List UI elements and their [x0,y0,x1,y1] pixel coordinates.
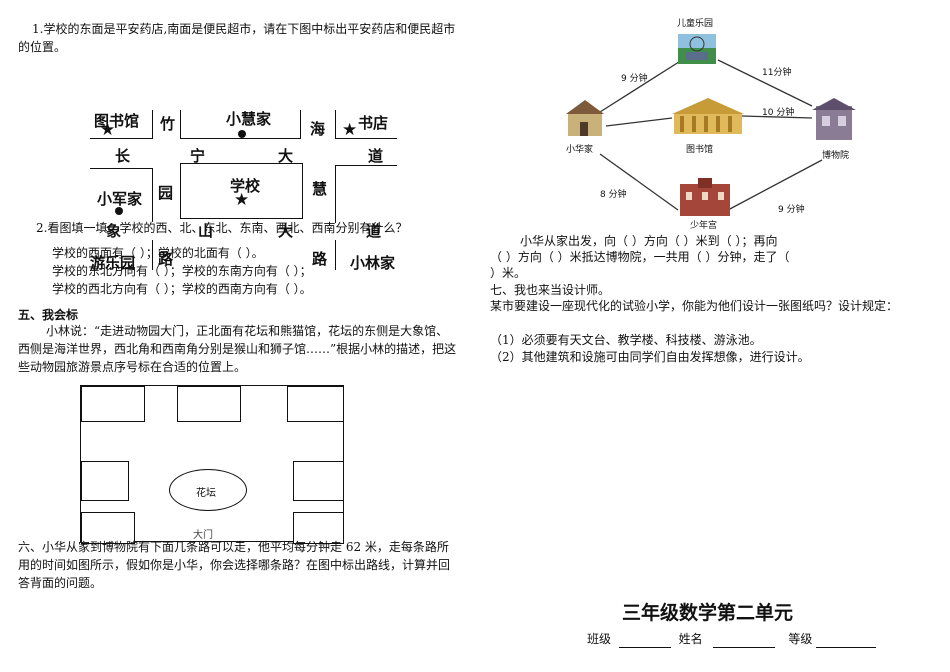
section-6-text: 六、小华从家到博物院有下面几条路可以走，他平均每分钟走 62 米，走每条路所用的… [18,540,451,590]
map-line [90,168,152,169]
footer-fields: 班级 姓名 等级 [587,630,877,648]
route-answer-line: ）米。 [490,266,527,280]
route-graph [566,34,856,216]
map-label-hui: 慧 [312,180,328,198]
time-park-museum: 11分钟 [762,68,792,78]
section-7-text: 某市要建设一座现代化的试验小学，你能为他们设计一张图纸吗？设计规定： [490,299,899,313]
map-line [335,165,336,223]
xiaojun-home-dot-icon [115,207,123,215]
zoo-box-east [293,461,344,501]
map-line [152,110,153,139]
map-line [180,163,181,219]
map-label-amusement-park: 游乐园 [90,254,136,272]
zoo-map: 花坛 大门 [80,385,344,544]
section-5-title: 五、我会标 [18,308,79,322]
map-line [335,110,336,139]
question-1-text: 1.学校的东面是平安药店,南面是便民超市，请在下图中标出平安药店和便民超市的位置… [18,22,456,54]
zoo-box-southeast [293,512,344,544]
grade-field[interactable] [816,634,877,648]
amusement-park-icon [678,34,716,64]
map-label-hai: 海 [310,120,326,138]
route-edge-home-library [605,117,673,127]
map-label-chang: 长 [115,147,131,165]
map-line [302,163,303,219]
time-home-youth: 8 分钟 [600,190,627,200]
grade-label: 等级 [788,632,813,646]
flowerbed-ellipse: 花坛 [169,469,247,511]
map-label-big: 大 [278,222,294,240]
section-5-text: 小林说：“走进动物园大门，正北面有花坛和熊猫馆，花坛的东侧是大象馆、西侧是海洋世… [18,324,457,374]
zoo-box-north [177,386,241,422]
map-label-lu-2: 路 [312,250,328,268]
name-field[interactable] [712,634,775,648]
map-label-school: 学校 [230,177,261,195]
zoo-box-southwest [81,512,135,544]
map-line [180,110,181,139]
question-2-text: 2.看图填一填，学校的西、北、东北、东南、西北、西南分别有什么？ [36,221,408,235]
footer-title: 三年级数学第二单元 [622,602,794,624]
library-star-icon: ★ [100,120,116,140]
map-label-xiaolin-home: 小林家 [350,254,396,272]
map-label-yuan: 园 [158,184,174,202]
route-edge-home-park [599,59,683,113]
map-line [300,110,301,139]
map-label-lu-1: 路 [158,250,174,268]
graph-label-museum: 博物院 [822,151,850,161]
map-line [180,163,302,164]
map-label-xiaojun-home: 小军家 [97,190,143,208]
map-label-shan: 山 [198,222,214,240]
graph-label-youth-palace: 少年宫 [690,221,718,231]
graph-label-library: 图书馆 [686,145,714,155]
route-edge-youth-museum [727,159,823,211]
map-line [180,138,300,139]
section-7-title: 七、我也来当设计师。 [490,283,611,297]
graph-label-amusement-park: 儿童乐园 [677,19,714,29]
home-icon [566,100,604,136]
flowerbed-label: 花坛 [196,488,216,499]
question-2-line: 学校的西北方向有（ ）；学校的西南方向有（ ）。 [52,282,312,296]
map-line [335,138,397,139]
map-line [152,168,153,222]
xiaohui-home-dot-icon [238,130,246,138]
route-answer-line: （ ）方向（ ）米抵达博物院，一共用（ ）分钟，走了（ [490,250,790,264]
question-2-line: 学校的东北方向有（ ）；学校的东南方向有（ ）； [52,264,312,278]
time-home-park: 9 分钟 [621,74,648,84]
time-library-museum: 10 分钟 [762,108,795,118]
class-field[interactable] [618,634,671,648]
requirement-1: （1）必须要有天文台、教学楼、科技楼、游泳池。 [490,333,762,347]
zoo-box-west [81,461,129,501]
route-edge-library-museum [741,115,813,119]
map-label-dao: 道 [368,147,384,165]
route-edge-home-youth [599,153,679,211]
graph-label-home: 小华家 [566,145,594,155]
map-label-xiaohui-home: 小慧家 [226,110,272,128]
map-label-road-dao: 道 [366,222,382,240]
route-answer-line: 小华从家出发，向（ ）方向（ ）米到（ ）；再向 [520,234,778,248]
question-2-line: 学校的西面有（ ）；学校的北面有（ ）。 [52,246,264,260]
map-label-bookstore: 书店 [358,114,389,132]
library-icon [672,98,744,134]
class-label: 班级 [587,632,612,646]
route-edge-park-museum [717,59,813,107]
name-label: 姓名 [678,632,703,646]
map-label-bamboo: 竹 [160,115,176,133]
map-line [152,240,153,270]
map-label-da: 大 [278,147,294,165]
time-youth-museum: 9 分钟 [778,205,805,215]
gate-label: 大门 [193,530,213,541]
requirement-2: （2）其他建筑和设施可由同学们自由发挥想像，进行设计。 [490,350,810,364]
map-label-xiang: 象 [106,222,122,240]
zoo-box-northwest [81,386,145,422]
map-line [90,138,152,139]
map-line [335,165,397,166]
youth-palace-icon [680,178,730,216]
map-label-ning: 宁 [190,147,206,165]
bookstore-star-icon: ★ [342,120,358,140]
map-line [335,240,336,270]
zoo-box-northeast [287,386,344,422]
school-star-icon: ★ [234,190,250,210]
map-line [180,218,302,219]
map-label-library: 图书馆 [94,112,140,130]
museum-icon [812,98,856,140]
